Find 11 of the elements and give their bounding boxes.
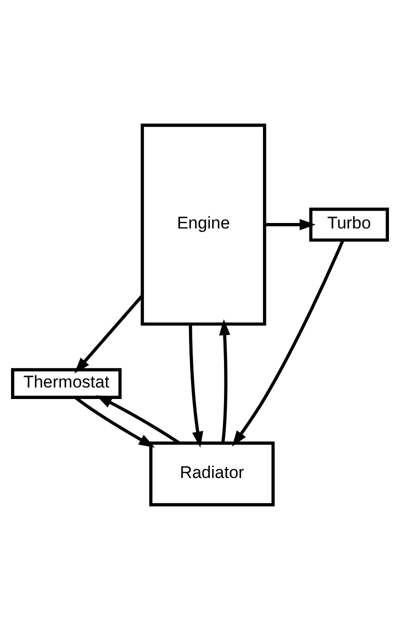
arrow [232, 239, 344, 446]
node-box: Engine [140, 123, 266, 326]
arrow [264, 218, 316, 230]
arrow [188, 324, 204, 448]
arrow [96, 394, 180, 444]
node-box: Radiator [149, 441, 275, 506]
node-box: Thermostat [11, 368, 122, 398]
arrow [219, 318, 230, 443]
arrow [74, 396, 155, 448]
arrow [74, 294, 144, 373]
node-box: Turbo [309, 207, 389, 242]
